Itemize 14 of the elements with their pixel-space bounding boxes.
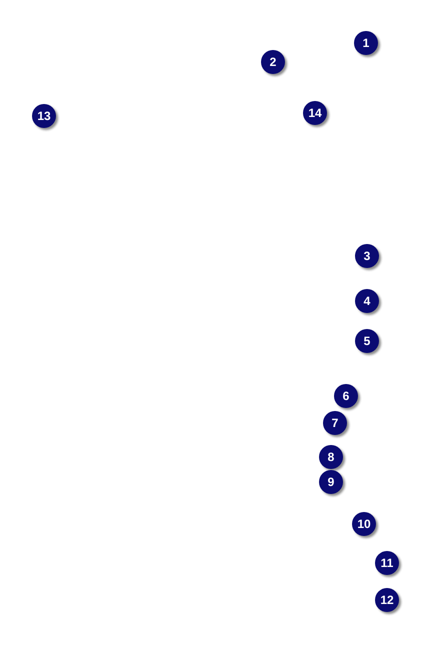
callout-number: 4 bbox=[355, 289, 379, 313]
callout-number: 1 bbox=[354, 31, 378, 55]
callout-number: 8 bbox=[319, 445, 343, 469]
callout-number: 11 bbox=[375, 551, 399, 575]
callout-number: 2 bbox=[261, 50, 285, 74]
callout-number: 12 bbox=[375, 588, 399, 612]
callout-number: 13 bbox=[32, 104, 56, 128]
callout-number: 9 bbox=[319, 470, 343, 494]
callout-number: 14 bbox=[303, 101, 327, 125]
callout-number: 10 bbox=[352, 512, 376, 536]
callout-number: 6 bbox=[334, 384, 358, 408]
callout-number: 3 bbox=[355, 244, 379, 268]
callout-number: 7 bbox=[323, 411, 347, 435]
callout-number: 5 bbox=[355, 329, 379, 353]
